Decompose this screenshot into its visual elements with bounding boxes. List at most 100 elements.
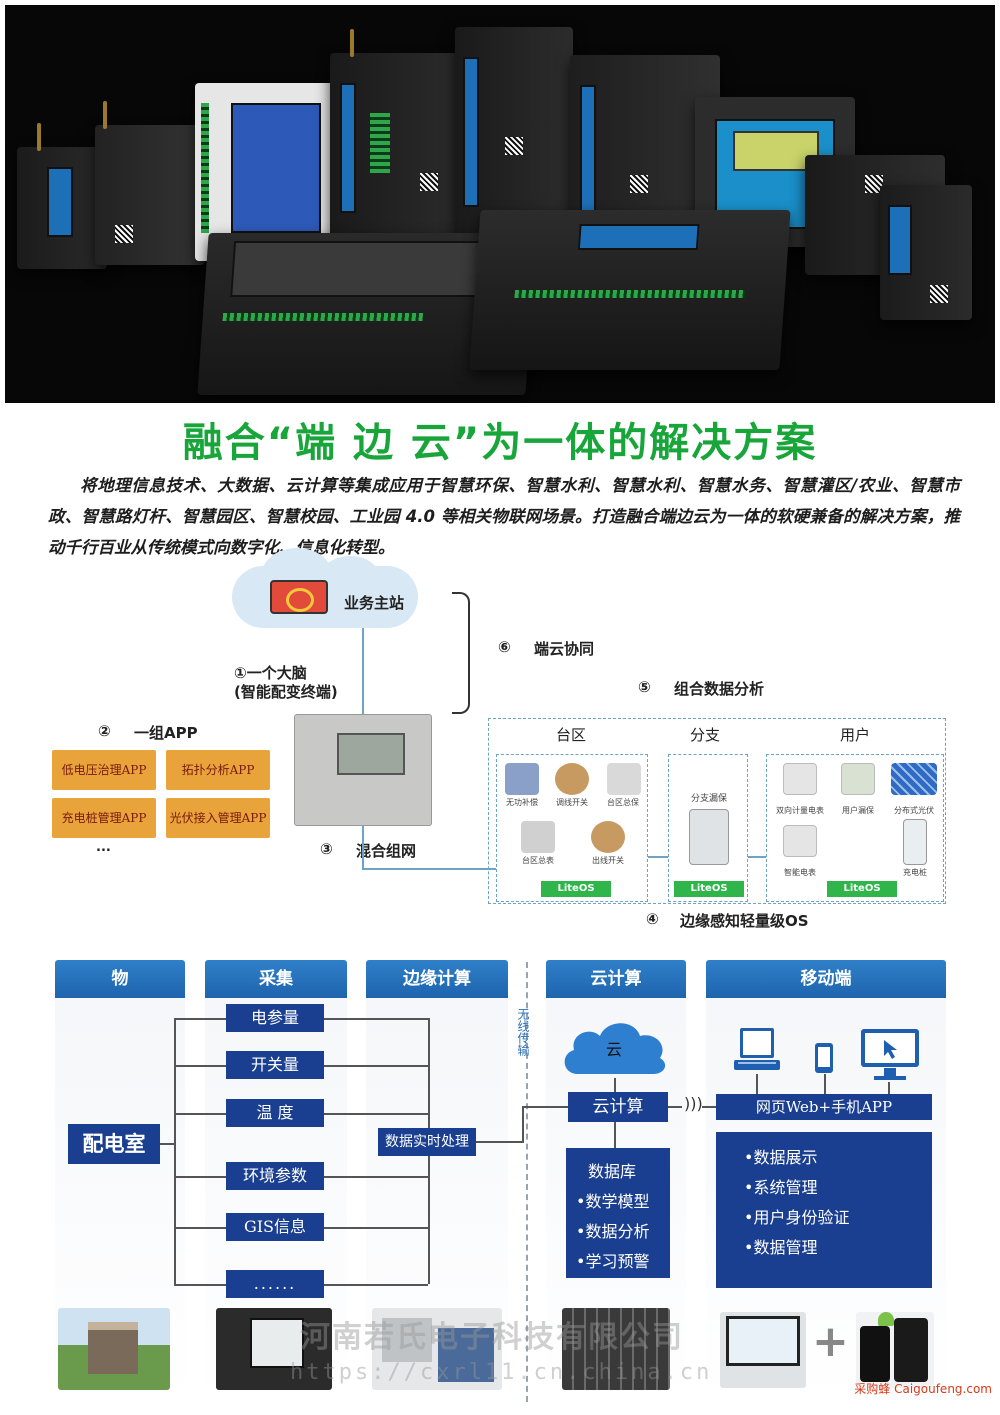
column-header: 采集 (205, 960, 347, 998)
device-label: 台区总保 (607, 798, 639, 807)
watermark-url: https://cxrl11.cn.china.cn (290, 1360, 713, 1385)
gateway-device (95, 101, 205, 265)
plus-sign: + (812, 1316, 849, 1367)
link-line (748, 856, 766, 858)
liteos-badge: LiteOS (541, 881, 611, 897)
zone-taiqu: 无功补偿 调线开关 台区总保 台区总表 出线开关 LiteOS (496, 754, 648, 902)
link-line (362, 628, 364, 714)
device-label: 用户漏保 (842, 806, 874, 815)
signal-icon: ))) (684, 1094, 703, 1113)
zone-title-taiqu: 台区 (556, 726, 587, 744)
step-number: ⑤ (638, 678, 651, 696)
divider (526, 962, 528, 1402)
cloud-feature-panel: 数据库 •数学模型 •数据分析 •学习预警 (566, 1148, 670, 1278)
apps-title: 一组APP (134, 724, 198, 742)
app-card[interactable]: 拓扑分析APP (166, 750, 270, 790)
step-number: ④ (646, 910, 659, 928)
brain-label: ①一个大脑 (234, 664, 307, 682)
gateway-device (455, 27, 573, 247)
phone-icon (815, 1043, 833, 1073)
cloud-feature: •数据分析 (576, 1222, 650, 1241)
collect-item: GIS信息 (226, 1213, 324, 1241)
link-line (362, 868, 498, 870)
room-box: 配电室 (68, 1124, 160, 1164)
apps-more: ... (96, 840, 111, 855)
device-label: 调线开关 (556, 798, 588, 807)
meter-photo (216, 1308, 332, 1390)
collect-item: 开关量 (226, 1051, 324, 1079)
gateway-device (17, 123, 107, 269)
step-number: ⑥ (498, 638, 511, 656)
rtu-device (195, 83, 335, 261)
mobile-feature: •用户身份验证 (744, 1208, 850, 1227)
zone-yonghu: 双向计量电表 用户漏保 分布式光伏 智能电表 充电桩 LiteOS (766, 754, 944, 902)
zone-fenzhi: 分支漏保 LiteOS (668, 754, 748, 902)
collect-item: ...... (226, 1270, 324, 1298)
realtime-box: 数据实时处理 (378, 1128, 476, 1156)
device-label: 台区总表 (522, 856, 554, 865)
device-label: 充电桩 (903, 868, 927, 877)
laptop-icon (734, 1028, 780, 1070)
cloud-feature: •学习预警 (576, 1252, 650, 1271)
device-label: 智能电表 (784, 868, 816, 877)
cloud-feature: •数学模型 (576, 1192, 650, 1211)
cloud-icon (564, 1023, 666, 1074)
bracket (452, 592, 470, 714)
mobile-feature: •系统管理 (744, 1178, 818, 1197)
device-label: 出线开关 (592, 856, 624, 865)
liteos-badge: LiteOS (827, 881, 897, 897)
phones-photo (856, 1312, 934, 1388)
monitor-icon (861, 1029, 919, 1080)
step-number: ③ (320, 840, 333, 858)
device-label: 双向计量电表 (776, 806, 824, 815)
liteos-badge: LiteOS (674, 881, 744, 897)
collect-item: 温 度 (226, 1099, 324, 1127)
edge-hardware-photo (372, 1308, 502, 1390)
device-frame (488, 718, 946, 904)
app-card[interactable]: 光伏接入管理APP (166, 798, 270, 838)
os-label: 边缘感知轻量级OS (680, 912, 809, 930)
device-label: 分布式光伏 (894, 806, 934, 815)
intro-paragraph: 将地理信息技术、大数据、云计算等集成应用于智慧环保、智慧水利、智慧水利、智慧水务… (48, 476, 960, 557)
desktop-photo (720, 1312, 806, 1388)
edge-cloud-label: 端云协同 (534, 640, 595, 658)
watermark-company: 河南若氏电子科技有限公司 (300, 1320, 684, 1355)
edge-terminal-device (469, 210, 791, 370)
column-header: 物 (55, 960, 185, 998)
server-icon (270, 580, 328, 614)
mobile-feature-panel: •数据展示 •系统管理 •用户身份验证 •数据管理 (716, 1132, 932, 1288)
zone-title-fenzhi: 分支 (690, 726, 721, 744)
mobile-feature: •数据展示 (744, 1148, 818, 1167)
gateway-device (330, 29, 470, 253)
column-header: 移动端 (706, 960, 946, 998)
server-photo (562, 1308, 670, 1390)
mobile-feature: •数据管理 (744, 1238, 818, 1257)
step-number: ② (98, 722, 111, 740)
collect-item: 电参量 (226, 1004, 324, 1032)
master-station-label: 业务主站 (344, 594, 405, 612)
app-card[interactable]: 低电压治理APP (52, 750, 156, 790)
device-label: 分支漏保 (690, 794, 727, 804)
cloud-word: 云 (606, 1040, 623, 1059)
smart-terminal-image (294, 714, 432, 826)
web-app-box: 网页Web+手机APP (716, 1094, 932, 1120)
wireless-label: 无线传输 (516, 1008, 530, 1056)
column-header: 云计算 (546, 960, 686, 998)
page-title: 融合“端 边 云”为一体的解决方案 (182, 420, 818, 466)
brain-sub-label: (智能配变终端) (234, 683, 338, 701)
network-label: 混合组网 (356, 842, 417, 860)
gateway-device (880, 185, 972, 320)
link-line (362, 826, 364, 870)
analysis-label: 组合数据分析 (674, 680, 765, 698)
solution-diagram: 业务主站 ①一个大脑 (智能配变终端) ⑥ 端云协同 ⑤ 组合数据分析 ② 一组… (0, 548, 1000, 940)
zone-title-yonghu: 用户 (840, 726, 871, 744)
cloud-calc-box: 云计算 (568, 1092, 668, 1122)
app-card[interactable]: 充电桩管理APP (52, 798, 156, 838)
column-header: 边缘计算 (366, 960, 508, 998)
product-hero-image (5, 5, 995, 403)
collect-item: 环境参数 (226, 1162, 324, 1190)
cloud-feature: 数据库 (588, 1162, 637, 1181)
corner-credit: 采购蜂 Caigoufeng.com (854, 1382, 992, 1396)
link-line (648, 856, 668, 858)
device-label: 无功补偿 (506, 798, 538, 807)
